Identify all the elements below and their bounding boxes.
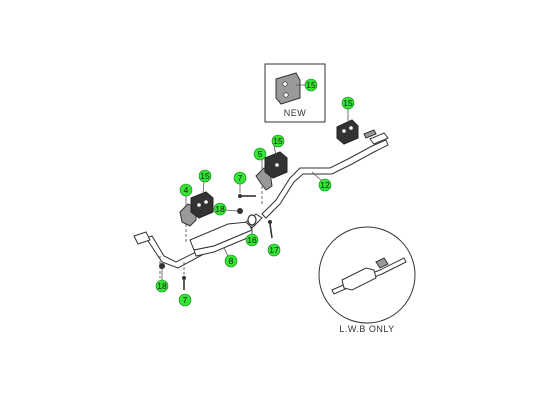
bolt-upper: 7 bbox=[233, 171, 256, 198]
rear-pipe-bracket bbox=[363, 129, 377, 139]
callout-7a-circle bbox=[233, 171, 247, 185]
inset-new-bushing-icon bbox=[275, 72, 301, 105]
callout-12: 12 bbox=[320, 180, 330, 190]
callout-16: 16 bbox=[247, 235, 257, 245]
rear-pipe-body bbox=[261, 139, 389, 219]
rear-pipe-tip bbox=[369, 132, 389, 145]
inset-new-bushing-hole-1 bbox=[282, 81, 288, 87]
rear-pipe: 12 bbox=[261, 129, 389, 219]
bolt-17: 17 bbox=[267, 220, 281, 257]
callout-18b: 18 bbox=[157, 281, 167, 291]
nut-upper: 18 bbox=[213, 202, 243, 216]
callout-8-leader bbox=[223, 247, 229, 257]
callout-15-inset: 15 bbox=[306, 80, 316, 90]
callout-15-top-circle bbox=[341, 96, 355, 110]
callout-15-top: 15 bbox=[343, 98, 353, 108]
callout-17: 17 bbox=[269, 245, 279, 255]
callout-7b-circle bbox=[178, 293, 192, 307]
callout-8: 8 bbox=[229, 256, 234, 266]
callout-15-left-leader bbox=[202, 181, 205, 195]
callout-12-circle bbox=[318, 178, 332, 192]
callout-5: 5 bbox=[258, 149, 263, 159]
rear-hanger-rubber-hole-1 bbox=[342, 129, 346, 133]
callout-15-mid: 15 bbox=[273, 136, 283, 146]
gasket: 16 bbox=[245, 214, 259, 247]
callout-7a: 7 bbox=[238, 173, 243, 183]
rear-hanger-rubber-icon bbox=[336, 119, 359, 145]
front-hanger-rubber-icon bbox=[190, 191, 214, 219]
callout-4: 4 bbox=[184, 185, 189, 195]
callout-15-mid-circle bbox=[271, 134, 285, 148]
inset-lwb-muffler bbox=[341, 267, 377, 291]
callout-18a-circle bbox=[213, 202, 227, 216]
bolt-17-shank bbox=[269, 223, 273, 239]
middle-hanger-rubber-hole bbox=[275, 163, 279, 167]
callout-18a: 18 bbox=[215, 204, 225, 214]
callout-18a-leader bbox=[224, 209, 238, 212]
front-flange bbox=[133, 231, 151, 245]
main-muffler-assembly: 8 bbox=[133, 213, 263, 278]
bolt-lower-head bbox=[182, 276, 186, 280]
callout-18b-circle bbox=[155, 279, 169, 293]
inset-lwb-label: L.W.B ONLY bbox=[339, 324, 394, 334]
bolt-17-head bbox=[268, 220, 272, 224]
callout-15-mid-leader bbox=[273, 145, 277, 156]
callout-7b: 7 bbox=[183, 295, 188, 305]
inset-lwb-hanger bbox=[375, 257, 389, 269]
inset-new-bushing-hole-2 bbox=[283, 92, 289, 98]
bolt-upper-head bbox=[238, 194, 242, 198]
callout-16-circle bbox=[245, 233, 259, 247]
nut-upper-icon bbox=[237, 208, 243, 214]
middle-hanger: 15 5 bbox=[253, 134, 288, 206]
callout-12-leader bbox=[311, 171, 323, 182]
callout-17-circle bbox=[267, 243, 281, 257]
nut-lower-icon bbox=[159, 263, 165, 269]
callout-5-circle bbox=[253, 147, 267, 161]
gasket-icon bbox=[247, 214, 257, 226]
inset-new-label: NEW bbox=[284, 108, 307, 118]
front-hanger-rubber-hole-2 bbox=[204, 200, 208, 204]
lower-fasteners: 18 7 bbox=[155, 262, 192, 307]
rear-hanger-rubber: 15 bbox=[336, 96, 359, 145]
front-hanger-rubber-hole-1 bbox=[197, 203, 201, 207]
front-hanger: 4 15 bbox=[179, 169, 214, 244]
callout-15-left: 15 bbox=[200, 171, 210, 181]
callout-15-inset-circle bbox=[304, 78, 318, 92]
callout-8-circle bbox=[224, 254, 238, 268]
inset-new-panel: 15 NEW bbox=[264, 63, 326, 123]
callout-15-left-circle bbox=[198, 169, 212, 183]
callout-4-circle bbox=[179, 183, 193, 197]
inset-lwb-panel: L.W.B ONLY bbox=[318, 226, 416, 334]
rear-hanger-rubber-hole-2 bbox=[349, 126, 353, 130]
